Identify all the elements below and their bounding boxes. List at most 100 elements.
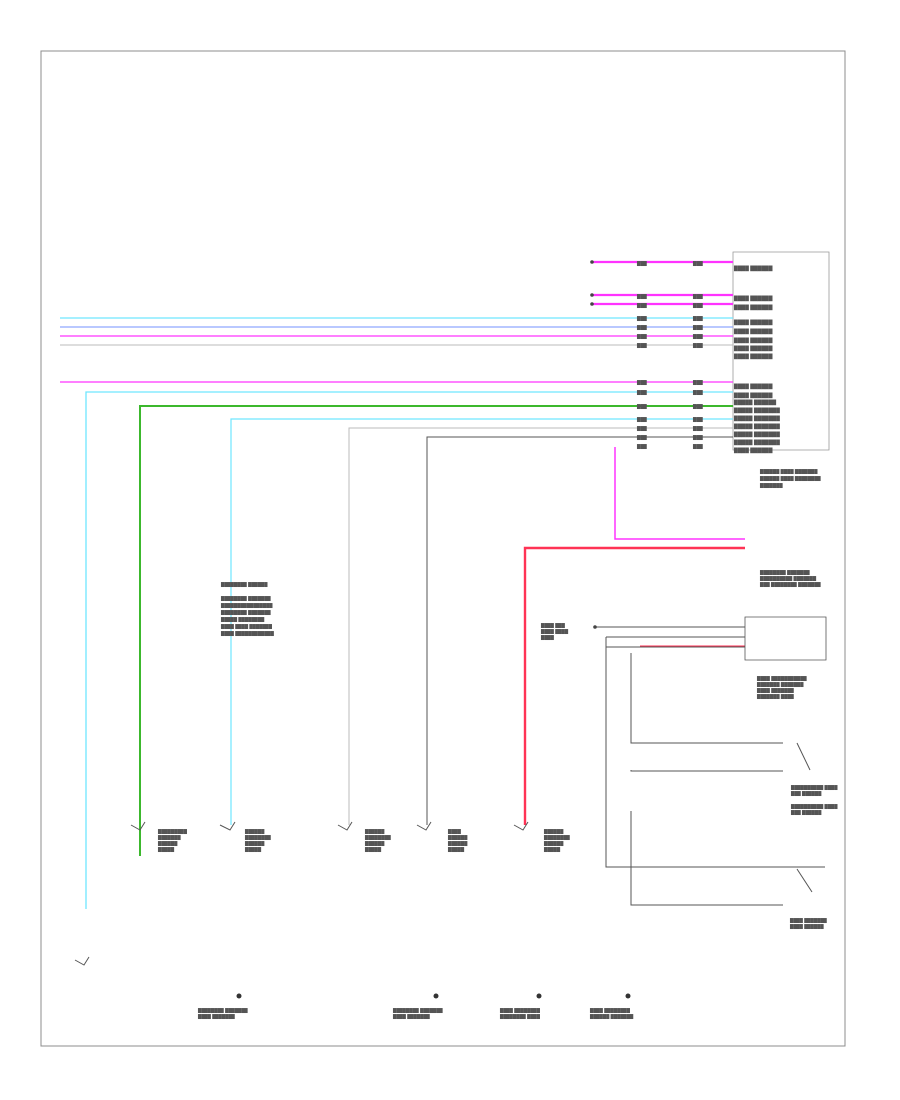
wire-vertical-light-blue-1 (85, 391, 733, 909)
svg-text:████ ████████████: ████ ████████████ (220, 631, 275, 637)
svg-text:████████ ███████: ████████ ███████ (759, 570, 810, 576)
svg-text:███: ███ (636, 294, 647, 300)
svg-text:███: ███ (692, 261, 703, 267)
svg-text:███: ███ (692, 316, 703, 322)
mid-annotations: ████████ ██████ ████████ ███████ ███████… (220, 582, 569, 641)
svg-text:█████ ██████: █████ ██████ (733, 399, 776, 406)
svg-text:█████: █████ (364, 847, 382, 853)
svg-text:████ ██████: ████ ██████ (733, 383, 773, 390)
svg-text:███: ███ (636, 325, 647, 331)
svg-text:████ ██████: ████ ██████ (789, 924, 824, 930)
svg-text:████: ████ (447, 829, 462, 835)
wire-bus-pink-drop (614, 447, 745, 540)
svg-text:████ ████ ███████: ████ ████ ███████ (220, 624, 273, 630)
svg-text:████ ██████: ████ ██████ (733, 295, 773, 302)
svg-text:███: ███ (692, 435, 703, 441)
svg-text:████ ██████: ████ ██████ (733, 392, 773, 399)
svg-text:██████: ██████ (447, 841, 468, 847)
svg-text:████████ ████: ████████ ████ (499, 1014, 541, 1020)
svg-text:████████: ████████ (244, 835, 272, 841)
svg-text:██████: ██████ (157, 841, 178, 847)
svg-text:████ ██████: ████ ██████ (733, 328, 773, 335)
ground-points: ████████ ███████ ████ ███████ ████████ █… (197, 993, 634, 1020)
svg-text:█████: █████ (157, 847, 175, 853)
svg-text:███: ███ (692, 426, 703, 432)
svg-text:███████ ████: ███████ ████ (756, 694, 795, 700)
svg-text:███: ███ (692, 334, 703, 340)
diagram-frame (40, 50, 846, 1047)
svg-text:████ ███████████: ████ ███████████ (756, 676, 807, 682)
svg-text:████ ██████: ████ ██████ (733, 304, 773, 311)
right-lower-modules: ████████ ███████ ██████████ ███████ ███ … (744, 570, 838, 930)
wire-lines (60, 260, 825, 909)
svg-text:████████ ██████: ████████ ██████ (220, 582, 268, 588)
svg-text:██████: ██████ (364, 829, 385, 835)
svg-text:███: ███ (636, 316, 647, 322)
svg-text:██████: ██████ (244, 841, 265, 847)
wire-sensor-red (523, 546, 745, 825)
svg-text:█████ ███████: █████ ███████ (733, 407, 780, 414)
connector-markers (590, 260, 597, 629)
svg-text:█████: █████ (543, 847, 561, 853)
svg-text:████████ ███████: ████████ ███████ (220, 610, 271, 616)
svg-text:████████████████: ████████████████ (220, 603, 273, 609)
svg-text:███: ███ (636, 390, 647, 396)
svg-text:███ ██████: ███ ██████ (790, 791, 822, 797)
wire-vertical-green (139, 405, 733, 856)
svg-text:███████: ███████ (157, 835, 181, 841)
svg-text:███: ███ (636, 444, 647, 450)
svg-text:██████████ ███████: ██████████ ███████ (759, 576, 817, 582)
svg-text:███ ██████: ███ ██████ (790, 810, 822, 816)
svg-text:████ ████: ████ ████ (540, 629, 569, 635)
svg-text:████ ███: ████ ███ (540, 623, 566, 629)
svg-text:███: ███ (636, 334, 647, 340)
svg-text:████████ ███████: ████████ ███████ (392, 1008, 443, 1014)
svg-text:███: ███ (692, 417, 703, 423)
svg-text:████ ██████: ████ ██████ (733, 345, 773, 352)
svg-text:████ ███████: ████ ███████ (392, 1014, 431, 1020)
svg-text:███: ███ (636, 435, 647, 441)
svg-text:█████ ████████: █████ ████████ (220, 617, 265, 623)
switches (74, 742, 813, 966)
svg-text:█████████: █████████ (157, 829, 188, 835)
svg-text:██████: ██████ (364, 841, 385, 847)
svg-text:████████ ███████: ████████ ███████ (197, 1008, 248, 1014)
svg-text:█████ ███████: █████ ███████ (733, 431, 780, 438)
svg-text:██████ ████ ███████: ██████ ████ ███████ (759, 469, 818, 475)
svg-text:███: ███ (636, 417, 647, 423)
svg-text:█████: █████ (244, 847, 262, 853)
svg-text:████ ████████: ████ ████████ (589, 1008, 631, 1014)
svg-text:███: ███ (692, 444, 703, 450)
svg-text:███: ███ (692, 343, 703, 349)
svg-text:████████ ███████: ████████ ███████ (220, 596, 271, 602)
svg-text:███: ███ (636, 404, 647, 410)
wire-vertical-light-blue-2 (230, 418, 733, 825)
svg-text:███████: ███████ (759, 483, 783, 489)
svg-text:███: ███ (636, 380, 647, 386)
svg-text:█████ ███████: █████ ███████ (733, 415, 780, 422)
wire-right-lower-bus (595, 626, 825, 906)
svg-text:███: ███ (692, 303, 703, 309)
svg-text:███: ███ (636, 261, 647, 267)
svg-text:████ ██████: ████ ██████ (733, 353, 773, 360)
svg-text:███████ ███████: ███████ ███████ (756, 682, 804, 688)
svg-text:███ ████████ ███████: ███ ████████ ███████ (759, 582, 821, 588)
component-labels-left: █████████ ███████ ██████ █████ ██████ ██… (157, 829, 571, 853)
svg-text:████: ████ (540, 635, 555, 641)
svg-text:████ ███████: ████ ███████ (789, 918, 828, 924)
svg-text:████████: ████████ (364, 835, 392, 841)
wire-vertical-gray (348, 427, 733, 825)
top-module-labels: ████ ██████ ████ ██████ ████ ██████ ████… (733, 265, 780, 454)
svg-text:████ ██████: ████ ██████ (733, 337, 773, 344)
svg-text:██████: ██████ (543, 841, 564, 847)
svg-text:█████ ███████: █████ ███████ (733, 423, 780, 430)
svg-text:██████ ████ ████████: ██████ ████ ████████ (759, 476, 821, 482)
svg-text:███: ███ (636, 303, 647, 309)
svg-text:███: ███ (692, 294, 703, 300)
svg-text:█████ ███████: █████ ███████ (733, 439, 780, 446)
svg-text:████ ███████: ████ ███████ (756, 688, 795, 694)
svg-text:██████████ ████: ██████████ ████ (790, 785, 838, 791)
svg-text:██████ ███████: ██████ ███████ (589, 1014, 634, 1020)
svg-text:██████: ██████ (543, 829, 564, 835)
